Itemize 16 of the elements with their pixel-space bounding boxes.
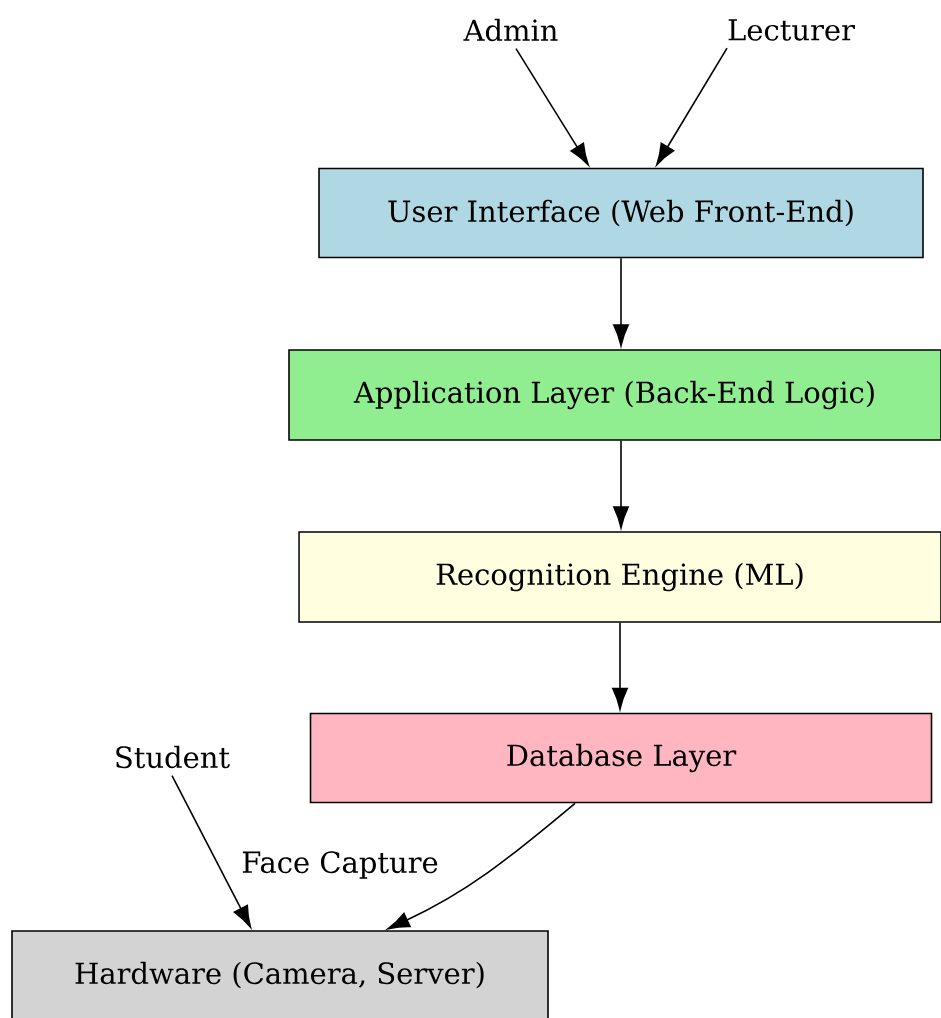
process-box: User Interface (Web Front-End) xyxy=(318,167,924,259)
process-box: Hardware (Camera, Server) xyxy=(11,930,549,1018)
arrow xyxy=(515,47,589,166)
arrow xyxy=(613,257,629,347)
arrow xyxy=(171,774,252,928)
actor-label: Student xyxy=(116,745,230,769)
actor-label: Admin xyxy=(463,18,558,42)
arrow xyxy=(613,440,629,529)
process-box: Application Layer (Back-End Logic) xyxy=(288,349,941,441)
process-box: Database Layer xyxy=(309,712,933,804)
arrow xyxy=(656,47,728,166)
process-box: Recognition Engine (ML) xyxy=(298,531,941,623)
arrow xyxy=(612,622,628,710)
actor-label: Lecturer xyxy=(728,19,855,41)
arrow xyxy=(387,802,576,930)
edge-label: Face Capture xyxy=(239,849,441,881)
